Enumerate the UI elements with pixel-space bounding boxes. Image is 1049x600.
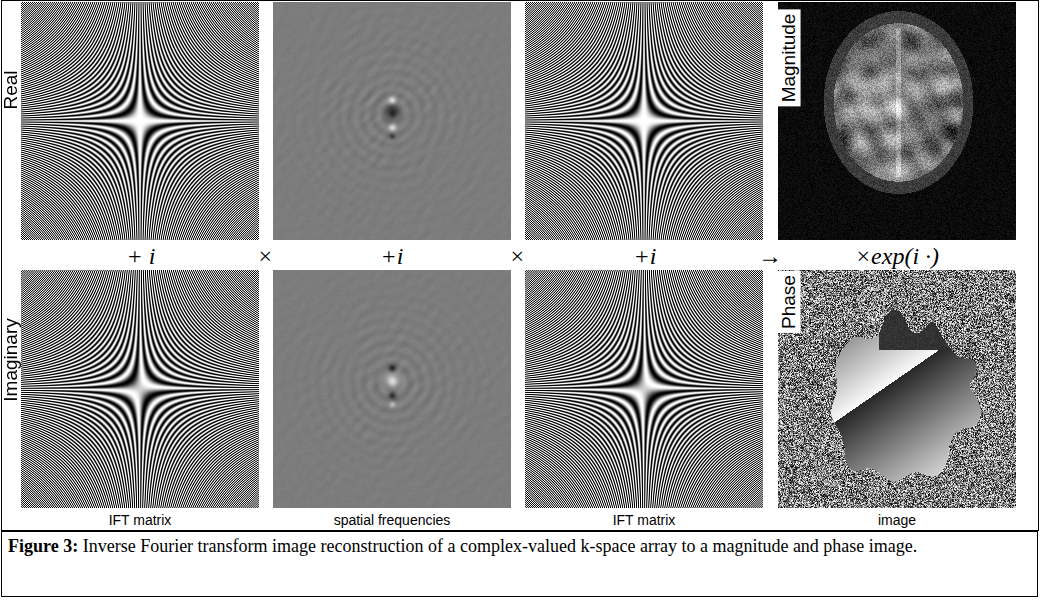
row-label: Imaginary [1, 318, 22, 401]
ift-matrix-real [21, 2, 259, 240]
figure-caption: Figure 3: Inverse Fourier transform imag… [2, 532, 1037, 561]
image-label: Magnitude [778, 10, 801, 107]
kspace-imaginary [273, 270, 511, 508]
kspace-real [273, 2, 511, 240]
operator: ×exp(i ·) [855, 243, 939, 269]
panel-label: spatial frequencies [334, 513, 451, 528]
operator: +i [381, 243, 404, 269]
operator: × [257, 243, 273, 269]
operator: +i [634, 243, 657, 269]
panel-label: IFT matrix [109, 513, 172, 528]
operator: + i [127, 243, 156, 269]
image-label: Phase [778, 271, 801, 333]
magnitude-image [778, 2, 1016, 240]
ift-matrix-imaginary [21, 270, 259, 508]
row-label: Real [1, 70, 22, 109]
caption-box: Figure 3: Inverse Fourier transform imag… [1, 531, 1038, 597]
ift-matrix-imaginary [525, 270, 763, 508]
panel-label: IFT matrix [613, 513, 676, 528]
operator: → [758, 243, 782, 269]
panel-label: image [878, 513, 916, 528]
ift-matrix-real [525, 2, 763, 240]
phase-image [778, 270, 1016, 508]
operator: × [509, 243, 525, 269]
